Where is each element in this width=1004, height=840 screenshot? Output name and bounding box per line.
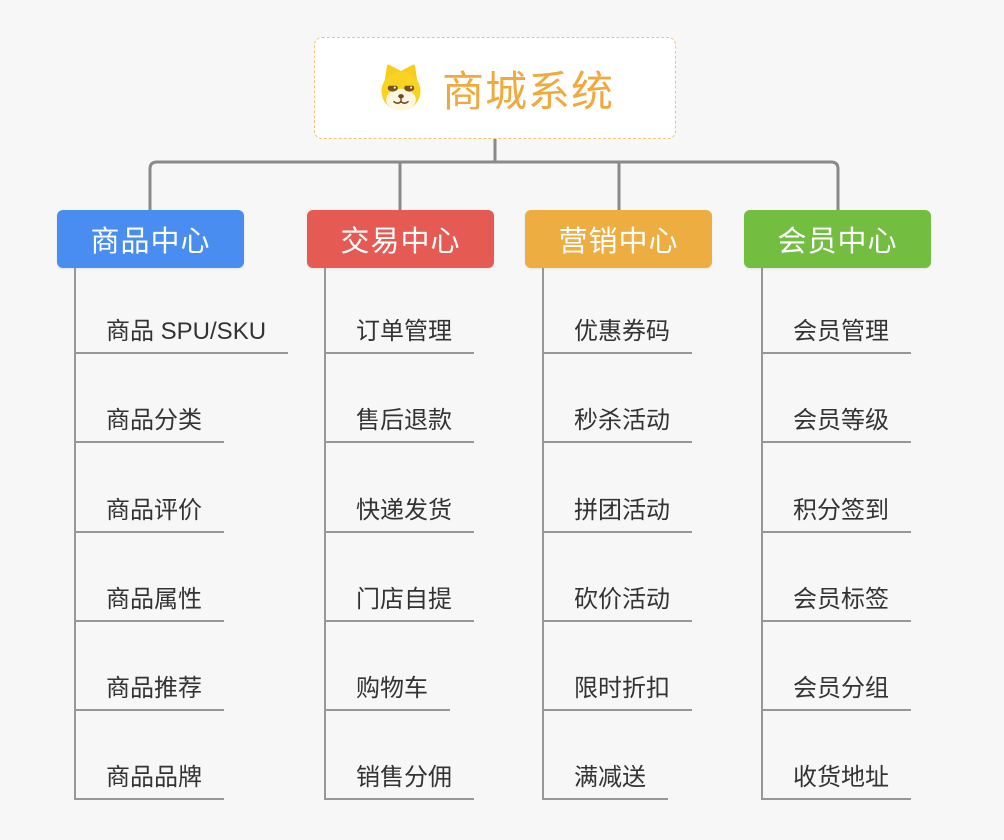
branch-marketing-center: 营销中心 优惠券码 秒杀活动 拼团活动 砍价活动 限时折扣 满减送	[525, 210, 712, 800]
leaf-topic[interactable]: 秒杀活动	[544, 407, 692, 443]
leaf-topic[interactable]: 会员分组	[763, 675, 911, 711]
root-title: 商城系统	[441, 67, 614, 115]
leaf-topic[interactable]: 售后退款	[326, 407, 474, 443]
leaf-topic[interactable]: 会员管理	[763, 318, 911, 354]
branch-product-center: 商品中心 商品 SPU/SKU 商品分类 商品评价 商品属性 商品推荐 商品品牌	[57, 210, 289, 800]
leaf-topic[interactable]: 购物车	[326, 675, 450, 711]
leaf-topic[interactable]: 销售分佣	[326, 764, 474, 800]
leaf-topic[interactable]: 会员标签	[763, 586, 911, 622]
leaf-topic[interactable]: 收货地址	[763, 764, 911, 800]
leaf-topic[interactable]: 优惠券码	[544, 318, 692, 354]
leaf-topic[interactable]: 商品 SPU/SKU	[76, 318, 289, 354]
leaf-topic[interactable]: 拼团活动	[544, 497, 692, 533]
branch-member-center: 会员中心 会员管理 会员等级 积分签到 会员标签 会员分组 收货地址	[744, 210, 931, 800]
branch-box-member-center[interactable]: 会员中心	[744, 210, 931, 268]
leaf-topic[interactable]: 满减送	[544, 764, 668, 800]
leaf-topic[interactable]: 商品推荐	[76, 675, 224, 711]
branch-box-trade-center[interactable]: 交易中心	[307, 210, 494, 268]
leaf-topic[interactable]: 积分签到	[763, 497, 911, 533]
branch-member-leafset: 会员管理 会员等级 积分签到 会员标签 会员分组 收货地址	[761, 268, 993, 800]
root-node[interactable]: 商城系统	[314, 37, 676, 139]
branch-box-marketing-center[interactable]: 营销中心	[525, 210, 712, 268]
branch-marketing-leafset: 优惠券码 秒杀活动 拼团活动 砍价活动 限时折扣 满减送	[542, 268, 774, 800]
branch-trade-leafset: 订单管理 售后退款 快递发货 门店自提 购物车 销售分佣	[324, 268, 556, 800]
leaf-topic[interactable]: 砍价活动	[544, 586, 692, 622]
leaf-topic[interactable]: 商品分类	[76, 407, 224, 443]
branch-trade-center: 交易中心 订单管理 售后退款 快递发货 门店自提 购物车 销售分佣	[307, 210, 494, 800]
leaf-topic[interactable]: 限时折扣	[544, 675, 692, 711]
leaf-topic[interactable]: 商品评价	[76, 497, 224, 533]
leaf-topic[interactable]: 商品属性	[76, 586, 224, 622]
branch-box-product-center[interactable]: 商品中心	[57, 210, 244, 268]
leaf-topic[interactable]: 订单管理	[326, 318, 474, 354]
leaf-topic[interactable]: 会员等级	[763, 407, 911, 443]
doge-icon	[381, 64, 421, 111]
leaf-topic[interactable]: 商品品牌	[76, 764, 224, 800]
leaf-topic[interactable]: 快递发货	[326, 497, 474, 533]
branch-product-leafset: 商品 SPU/SKU 商品分类 商品评价 商品属性 商品推荐 商品品牌	[74, 268, 306, 800]
leaf-topic[interactable]: 门店自提	[326, 586, 474, 622]
